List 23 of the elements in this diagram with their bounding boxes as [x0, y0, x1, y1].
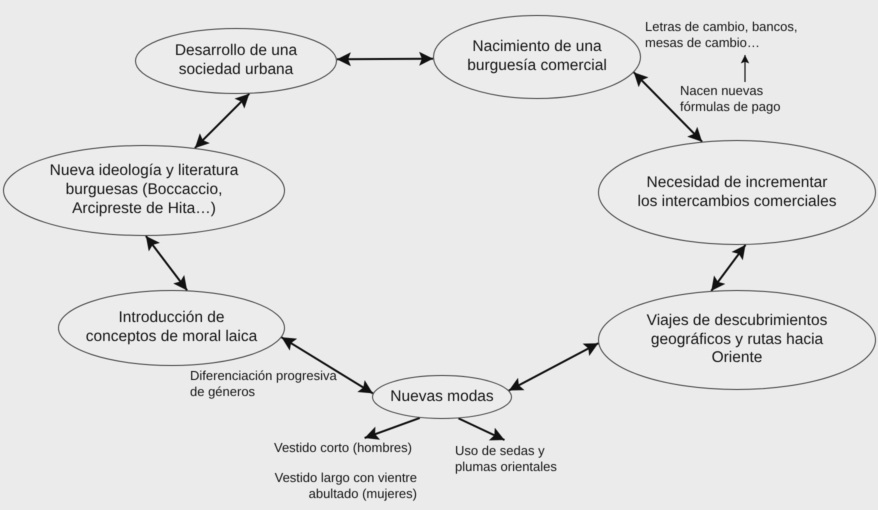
- double-arrow: [280, 336, 374, 394]
- node-text: Nueva ideología y literatura burguesas (Boccaccio, Arcipreste de Hita…): [48, 162, 240, 219]
- double-arrow: [194, 93, 250, 149]
- arrow: [740, 55, 750, 82]
- node-text: Introducción de conceptos de moral laica: [84, 309, 258, 347]
- double-arrow: [508, 342, 599, 392]
- note-text: Letras de cambio, bancos, mesas de cambio…: [645, 18, 798, 52]
- double-arrow: [336, 52, 434, 66]
- annotation-text: Vestido largo con vientre abultado (mujeres): [274, 470, 417, 502]
- double-arrow: [710, 244, 746, 292]
- node-text: Nuevas modas: [390, 388, 494, 406]
- node-text: Necesidad de incrementar los intercambios comerciales: [637, 174, 837, 212]
- node-text: Nacimiento de una burguesía comercial: [466, 38, 608, 76]
- node-text: Viajes de descubrimientos geográficos y rutas hacia Oriente: [646, 312, 828, 368]
- node-text: Desarrollo de una sociedad urbana: [174, 42, 298, 80]
- note-text: Vestido corto (hombres): [274, 440, 412, 456]
- double-arrow: [633, 72, 703, 142]
- arrow: [364, 416, 420, 440]
- double-arrow: [145, 235, 188, 291]
- arrow: [458, 418, 505, 441]
- note-text: Uso de sedas y plumas orientales: [455, 442, 558, 476]
- annotation-text: Diferenciación progresiva de géneros: [190, 368, 338, 400]
- note-text: Nacen nuevas fórmulas de pago: [680, 82, 782, 116]
